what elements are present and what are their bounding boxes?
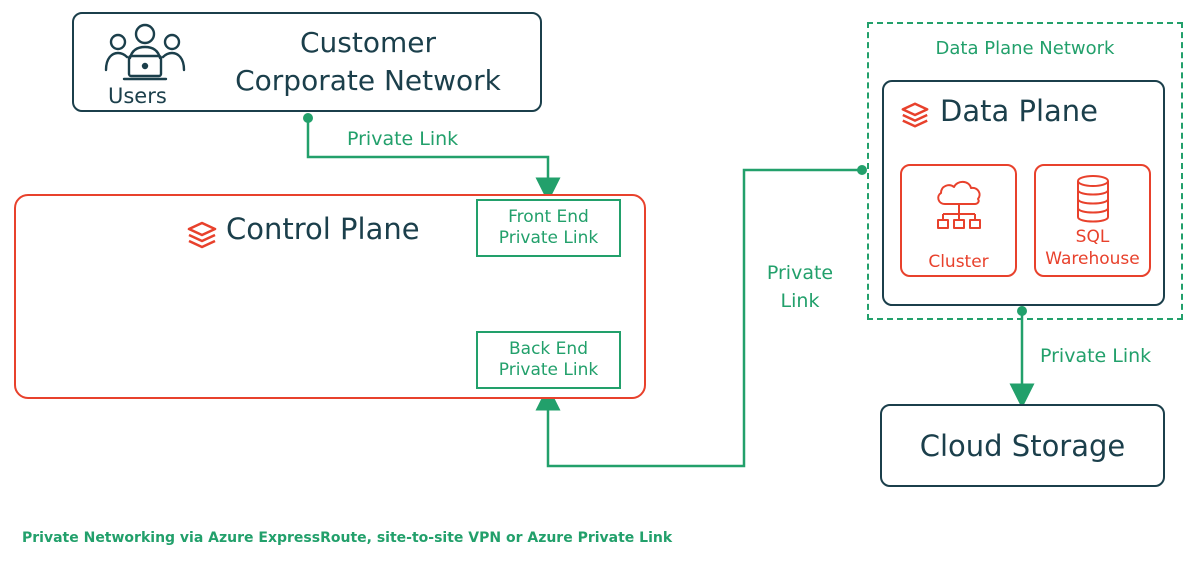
cloud-storage-title: Cloud Storage (919, 428, 1126, 463)
customer-title-line2: Corporate Network (235, 64, 501, 97)
back-end-line2: Private Link (498, 360, 599, 380)
sql-line2: Warehouse (1045, 249, 1140, 269)
front-end-line2: Private Link (498, 228, 599, 248)
database-icon (1077, 175, 1109, 223)
cluster-card: Cluster (900, 164, 1017, 277)
private-link-label-right: Private Link (1040, 345, 1152, 367)
control-plane-title: Control Plane (226, 212, 420, 246)
front-end-line1: Front End (508, 207, 589, 227)
data-plane-title: Data Plane (940, 94, 1098, 128)
cloud-storage-box: Cloud Storage (880, 404, 1165, 487)
link-data-plane-to-back-end (535, 165, 867, 468)
cluster-label: Cluster (928, 252, 989, 272)
customer-network-title: Customer Corporate Network (202, 22, 534, 102)
middle-link-line1: Private (766, 262, 834, 284)
sql-line1: SQL (1075, 227, 1110, 247)
footer-note: Private Networking via Azure ExpressRout… (22, 530, 673, 546)
users-laptop-icon (104, 23, 186, 81)
back-end-private-link-box: Back End Private Link (476, 331, 621, 389)
customer-title-line1: Customer (299, 26, 436, 59)
cloud-network-icon (937, 180, 981, 229)
sql-warehouse-label: SQL Warehouse (1036, 226, 1149, 270)
link-data-plane-to-storage (1009, 306, 1035, 409)
layers-icon (187, 221, 217, 249)
data-plane-network-title: Data Plane Network (935, 38, 1115, 59)
private-link-label-top: Private Link (347, 128, 459, 150)
sql-warehouse-card: SQL Warehouse (1034, 164, 1151, 277)
users-label: Users (108, 84, 167, 108)
private-link-label-middle: Private Link (752, 258, 848, 316)
middle-link-line2: Link (780, 290, 820, 312)
data-plane-box: Data Plane Cluster (882, 80, 1165, 306)
customer-network-box: Users Customer Corporate Network (72, 12, 542, 112)
front-end-private-link-box: Front End Private Link (476, 199, 621, 257)
data-plane-network-box: Data Plane Network (867, 22, 1183, 320)
layers-icon (901, 102, 929, 128)
back-end-line1: Back End (509, 339, 588, 359)
link-customer-to-front-end (303, 113, 561, 203)
